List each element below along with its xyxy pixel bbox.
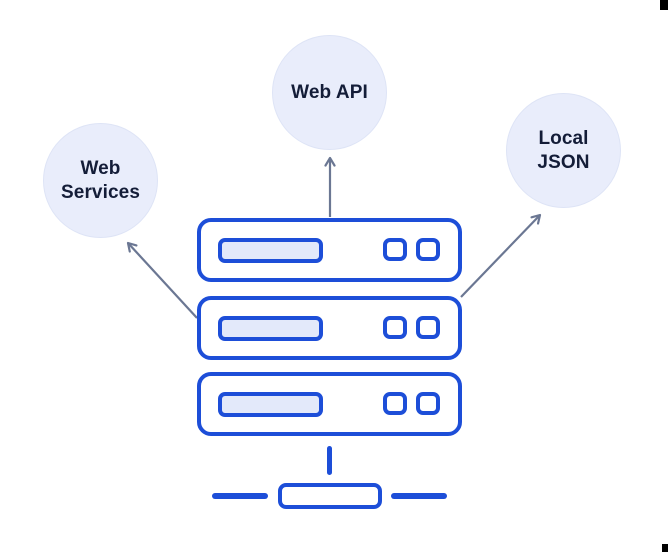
- server-panel: [218, 316, 323, 341]
- server-panel: [218, 238, 323, 263]
- server-led-icon: [383, 392, 407, 415]
- server-unit: [197, 296, 462, 360]
- node-local-json: Local JSON: [506, 93, 621, 208]
- server-led-icon: [416, 316, 440, 339]
- server-panel: [218, 392, 323, 417]
- node-local-json-label: Local JSON: [537, 127, 590, 173]
- server-led-icon: [383, 238, 407, 261]
- server-unit: [197, 218, 462, 282]
- corner-artifact: [662, 544, 668, 552]
- network-hub-box: [278, 483, 382, 509]
- node-web-api: Web API: [272, 35, 387, 150]
- corner-artifact: [660, 0, 668, 10]
- network-stem: [327, 446, 332, 475]
- node-web-services: Web Services: [43, 123, 158, 238]
- arrow-to-web-services: [126, 241, 198, 319]
- server-unit: [197, 372, 462, 436]
- server-led-icon: [383, 316, 407, 339]
- server-led-icon: [416, 392, 440, 415]
- node-web-services-label: Web Services: [61, 157, 140, 203]
- arrow-to-local-json: [460, 213, 542, 298]
- node-web-api-label: Web API: [291, 81, 368, 103]
- network-dash-left: [212, 493, 268, 499]
- network-dash-right: [391, 493, 447, 499]
- server-led-icon: [416, 238, 440, 261]
